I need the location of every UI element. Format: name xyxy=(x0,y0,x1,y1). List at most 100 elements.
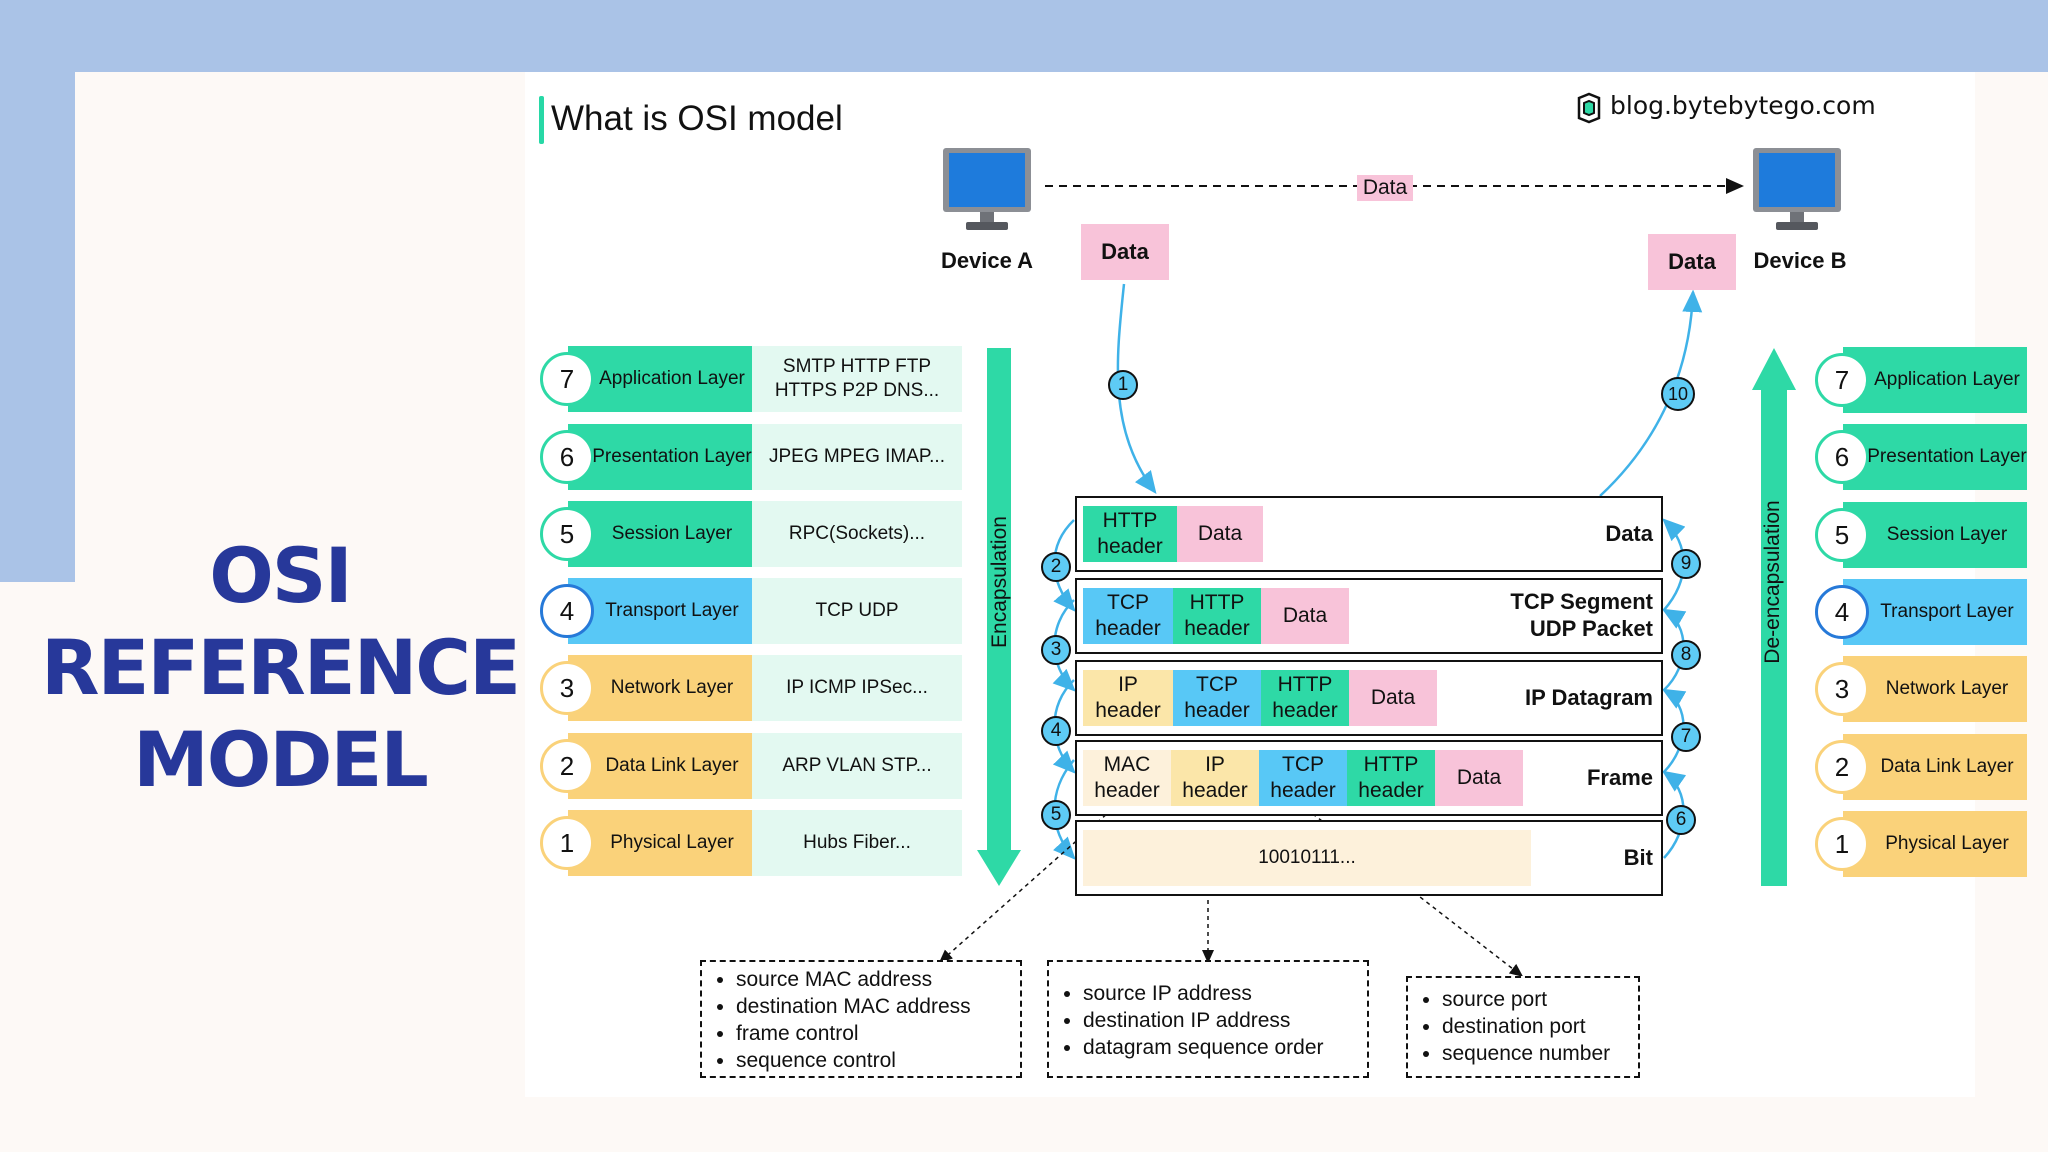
pdu-row-label: TCP Segment UDP Packet xyxy=(1510,589,1653,641)
deencapsulation-arrow-shaft xyxy=(1761,384,1787,886)
layer-number: 1 xyxy=(540,816,594,870)
layer-number: 5 xyxy=(1815,508,1869,562)
device-a-label: Device A xyxy=(940,248,1034,273)
layer-row-transport: 4 Transport Layer xyxy=(1815,579,2027,645)
layer-number: 3 xyxy=(1815,662,1869,716)
layer-row-physical: 1 Physical Layer xyxy=(1815,811,2027,877)
layer-name: Application Layer xyxy=(1843,347,2027,413)
layer-number: 4 xyxy=(540,584,594,638)
pdu-row-data: HTTP header Data Data xyxy=(1075,496,1663,572)
layer-row-presentation: 6 Presentation Layer JPEG MPEG IMAP... xyxy=(540,424,962,490)
layer-number: 6 xyxy=(1815,430,1869,484)
sender-data-box: Data xyxy=(1081,224,1169,280)
info-item: source IP address xyxy=(1083,980,1357,1007)
layer-name: Network Layer xyxy=(568,655,752,721)
step-badge: 1 xyxy=(1108,370,1138,400)
step-badge: 9 xyxy=(1671,549,1701,579)
deencapsulation-arrow-head xyxy=(1752,348,1796,390)
layer-protocols: Hubs Fiber... xyxy=(752,810,962,876)
diagram-title: What is OSI model xyxy=(551,99,843,138)
link-data-label: Data xyxy=(1357,175,1413,201)
receiver-data-box: Data xyxy=(1648,234,1736,290)
pdu-cell-data: Data xyxy=(1177,506,1263,562)
pdu-row-label: IP Datagram xyxy=(1525,685,1653,710)
pdu-row-bit: 10010111... Bit xyxy=(1075,820,1663,896)
layer-row-presentation: 6 Presentation Layer xyxy=(1815,424,2027,490)
pdu-cell-ip-header: IP header xyxy=(1171,750,1259,806)
layer-number: 1 xyxy=(1815,817,1869,871)
pdu-row-tcp-segment: TCP header HTTP header Data TCP Segment … xyxy=(1075,578,1663,654)
layer-number: 6 xyxy=(540,430,594,484)
layer-name: Application Layer xyxy=(568,346,752,412)
pdu-cell-tcp-header: TCP header xyxy=(1173,670,1261,726)
info-item: destination MAC address xyxy=(736,993,1010,1020)
encapsulation-label: Encapsulation xyxy=(988,516,1011,648)
pdu-row-frame: MAC header IP header TCP header HTTP hea… xyxy=(1075,740,1663,816)
pdu-cell-ip-header: IP header xyxy=(1083,670,1173,726)
layer-name: Session Layer xyxy=(568,501,752,567)
layer-row-datalink: 2 Data Link Layer ARP VLAN STP... xyxy=(540,733,962,799)
slide-title-line: OSI xyxy=(209,531,353,620)
pdu-cell-data: Data xyxy=(1261,588,1349,644)
step-badge: 6 xyxy=(1666,805,1696,835)
layer-protocols: IP ICMP IPSec... xyxy=(752,655,962,721)
device-a-monitor-icon xyxy=(942,146,1032,232)
brand-url: blog.bytebytego.com xyxy=(1610,91,1876,120)
bytebytego-logo-icon xyxy=(1575,92,1603,124)
layer-protocols: ARP VLAN STP... xyxy=(752,733,962,799)
info-item: datagram sequence order xyxy=(1083,1034,1357,1061)
pdu-row-label: Data xyxy=(1605,521,1653,546)
deencapsulation-label: De-encapsulation xyxy=(1761,500,1784,664)
layer-name: Data Link Layer xyxy=(568,733,752,799)
slide-title: OSI REFERENCE MODEL xyxy=(20,530,540,806)
info-item: source port xyxy=(1442,986,1628,1013)
layer-name: Session Layer xyxy=(1843,502,2027,568)
layer-row-application: 7 Application Layer SMTP HTTP FTP HTTPS … xyxy=(540,346,962,412)
layer-protocols: TCP UDP xyxy=(752,578,962,644)
layer-name: Presentation Layer xyxy=(568,424,752,490)
tcp-header-info-box: source port destination port sequence nu… xyxy=(1406,976,1640,1078)
ip-header-info-box: source IP address destination IP address… xyxy=(1047,960,1369,1078)
step-badge: 7 xyxy=(1671,722,1701,752)
layer-number: 2 xyxy=(1815,740,1869,794)
step-badge: 4 xyxy=(1041,716,1071,746)
info-item: destination IP address xyxy=(1083,1007,1357,1034)
step-badge: 2 xyxy=(1041,552,1071,582)
info-item: sequence control xyxy=(736,1047,1010,1074)
tcp-callout-line xyxy=(1299,803,1524,977)
layer-number: 3 xyxy=(540,661,594,715)
layer-number: 2 xyxy=(540,739,594,793)
layer-number: 5 xyxy=(540,507,594,561)
layer-number: 4 xyxy=(1815,585,1869,639)
left-decor-band xyxy=(0,0,75,582)
layer-name: Network Layer xyxy=(1843,656,2027,722)
encapsulation-arrow-head xyxy=(977,850,1021,886)
pdu-cell-bits: 10010111... xyxy=(1083,830,1531,886)
layer-name: Data Link Layer xyxy=(1843,734,2027,800)
layer-row-session: 5 Session Layer RPC(Sockets)... xyxy=(540,501,962,567)
pdu-cell-http-header: HTTP header xyxy=(1261,670,1349,726)
layer-name: Physical Layer xyxy=(568,810,752,876)
layer-name: Transport Layer xyxy=(1843,579,2027,645)
layer-name: Physical Layer xyxy=(1843,811,2027,877)
pdu-row-label: Bit xyxy=(1623,845,1653,870)
info-item: frame control xyxy=(736,1020,1010,1047)
layer-row-physical: 1 Physical Layer Hubs Fiber... xyxy=(540,810,962,876)
pdu-cell-data: Data xyxy=(1435,750,1523,806)
slide-title-line: MODEL xyxy=(133,715,429,804)
step-badge: 5 xyxy=(1041,800,1071,830)
device-b-label: Device B xyxy=(1753,248,1847,273)
layer-protocols: SMTP HTTP FTP HTTPS P2P DNS... xyxy=(752,346,962,412)
layer-row-application: 7 Application Layer xyxy=(1815,347,2027,413)
pdu-cell-tcp-header: TCP header xyxy=(1083,588,1173,644)
layer-row-datalink: 2 Data Link Layer xyxy=(1815,734,2027,800)
slide-title-line: REFERENCE xyxy=(40,623,521,712)
pdu-cell-data: Data xyxy=(1349,670,1437,726)
layer-name: Presentation Layer xyxy=(1843,424,2027,490)
pdu-cell-tcp-header: TCP header xyxy=(1259,750,1347,806)
step-badge: 10 xyxy=(1661,377,1695,411)
layer-row-transport: 4 Transport Layer TCP UDP xyxy=(540,578,962,644)
info-item: source MAC address xyxy=(736,966,1010,993)
layer-protocols: JPEG MPEG IMAP... xyxy=(752,424,962,490)
